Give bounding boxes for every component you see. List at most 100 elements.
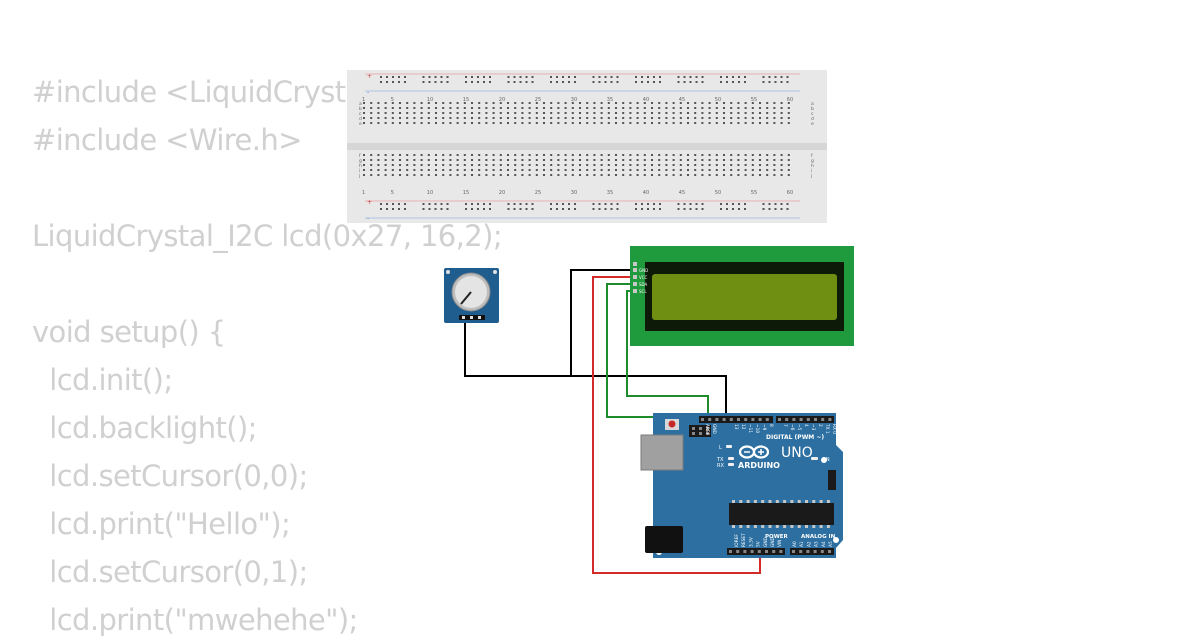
breadboard-rail-hole [635, 208, 637, 210]
breadboard-hole [600, 154, 603, 156]
breadboard-hole [579, 154, 581, 156]
header-pin [806, 418, 810, 421]
atmega-chip-pins [732, 500, 830, 528]
breadboard-hole [514, 159, 517, 161]
breadboard-rail-hole [604, 76, 607, 78]
breadboard-hole [687, 112, 689, 114]
header-pin [729, 418, 733, 421]
chip-pin [768, 525, 772, 528]
breadboard-rail-hole [720, 208, 722, 210]
breadboard-row-letter: a [359, 102, 362, 107]
breadboard-rail-hole [465, 81, 467, 83]
breadboard-hole [751, 102, 754, 104]
breadboard-hole [435, 174, 437, 176]
breadboard-hole [456, 169, 459, 171]
breadboard-hole [413, 107, 416, 109]
breadboard-hole [406, 117, 409, 119]
breadboard-rail-hole [380, 208, 382, 210]
breadboard-rail-hole [568, 76, 570, 78]
mount-hole [493, 270, 497, 274]
breadboard-rail-hole [380, 81, 382, 83]
breadboard-rail-hole [525, 208, 528, 210]
breadboard-hole [521, 117, 524, 119]
header-pin [750, 550, 754, 553]
code-line: lcd.print("Hello"); [32, 507, 291, 541]
breadboard-hole [773, 174, 776, 176]
breadboard-hole [780, 102, 783, 104]
breadboard-hole [701, 122, 704, 124]
breadboard-hole [449, 174, 452, 176]
digital-pin-label: TX 1 [824, 423, 830, 434]
breadboard-column-number: 60 [787, 97, 793, 103]
code-line: void setup() { [32, 315, 226, 349]
arduino-model: UNO [781, 445, 813, 461]
breadboard-hole [492, 107, 495, 109]
breadboard-rail-hole [562, 203, 564, 205]
lcd-pin-label-sda: SDA [639, 282, 648, 287]
reset-button[interactable] [668, 420, 676, 428]
power-pin-label: GND [770, 536, 776, 547]
breadboard-rail-hole [689, 208, 692, 210]
breadboard-rail-hole [489, 203, 491, 205]
breadboard-hole [593, 107, 596, 109]
breadboard-rail-hole [604, 81, 607, 83]
breadboard-hole [751, 117, 754, 119]
breadboard-hole [550, 122, 553, 124]
breadboard-hole [363, 102, 365, 104]
breadboard-hole [643, 122, 646, 124]
breadboard-rail-hole [738, 208, 740, 210]
breadboard-hole [363, 117, 365, 119]
breadboard-rail-hole [380, 76, 382, 78]
breadboard-hole [607, 174, 610, 176]
header-pin [729, 550, 732, 553]
breadboard-hole [492, 102, 495, 104]
breadboard-hole [406, 122, 409, 124]
breadboard-hole [586, 164, 589, 166]
breadboard-hole [399, 164, 401, 166]
breadboard-hole [514, 102, 517, 104]
breadboard-hole [665, 107, 668, 109]
breadboard-rail-hole [550, 203, 552, 205]
breadboard-rail-hole [641, 81, 643, 83]
breadboard-rail-hole [677, 76, 680, 78]
breadboard-hole [643, 174, 646, 176]
breadboard-hole [406, 159, 409, 161]
breadboard-hole [514, 117, 517, 119]
breadboard-rail-hole [404, 76, 406, 78]
breadboard-hole [701, 102, 704, 104]
breadboard-column-number: 20 [499, 190, 505, 196]
breadboard-hole [636, 102, 639, 104]
header-pin [722, 418, 726, 421]
potentiometer[interactable] [444, 268, 499, 323]
breadboard-hole [737, 159, 740, 161]
breadboard-hole [499, 122, 502, 124]
breadboard-rail-hole [780, 81, 783, 83]
icsp-pin [692, 432, 695, 435]
breadboard-hole [391, 112, 394, 114]
breadboard-hole [687, 122, 689, 124]
breadboard-hole [615, 154, 617, 156]
chip-pin [783, 500, 787, 503]
breadboard-hole [384, 117, 387, 119]
breadboard-rail-hole [768, 208, 771, 210]
breadboard-row-letter: e [359, 122, 362, 127]
breadboard-rail-hole [574, 208, 576, 210]
lcd-1602-i2c: GND VCC SDA SCL [630, 246, 854, 346]
breadboard-column-number: 25 [535, 190, 541, 196]
header-pin [751, 418, 755, 421]
breadboard-hole [449, 122, 452, 124]
breadboard-hole [449, 107, 452, 109]
breadboard-hole [658, 159, 661, 161]
chip-pin [797, 525, 801, 528]
breadboard-hole [456, 117, 459, 119]
breadboard-rail-hole [635, 203, 637, 205]
breadboard-hole [759, 164, 761, 166]
chip-pin [775, 525, 779, 528]
breadboard-hole [543, 122, 545, 124]
breadboard-hole [535, 102, 538, 104]
breadboard-rail-hole [392, 81, 394, 83]
breadboard-rail-hole [568, 203, 570, 205]
breadboard-rail-hole [398, 203, 400, 205]
breadboard-hole [370, 102, 373, 104]
